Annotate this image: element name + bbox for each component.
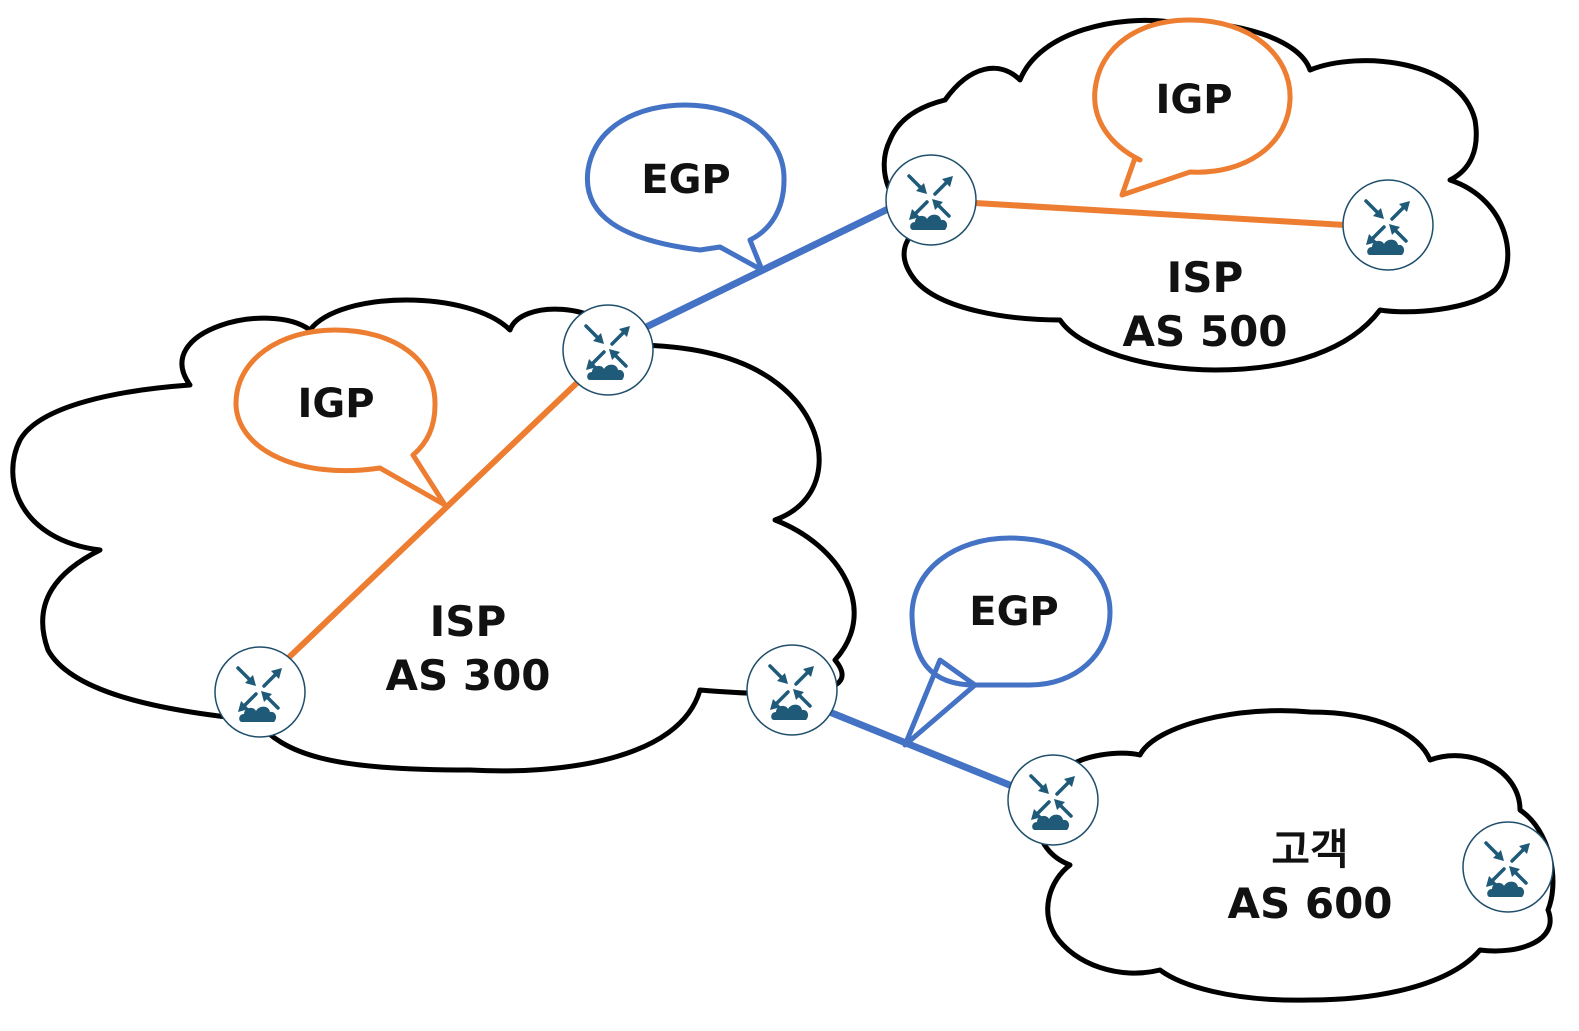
router-icon — [561, 303, 655, 397]
cloud-as500-line2: AS 500 — [1122, 307, 1287, 356]
router-icon — [1006, 753, 1100, 847]
cloud-as600-line2: AS 600 — [1227, 879, 1392, 928]
bubble-label-igp-top: IGP — [1155, 77, 1232, 123]
cloud-as500-line1: ISP — [1167, 253, 1244, 302]
cloud-as600 — [1035, 708, 1556, 1003]
cloud-as600-line1: 고객 — [1271, 825, 1348, 874]
speech-bubble-egp-top: EGP — [584, 102, 787, 273]
speech-bubble-igp-top: IGP — [1092, 17, 1293, 198]
speech-bubble-egp-bottom: EGP — [902, 535, 1113, 748]
bubble-label-egp-top: EGP — [641, 157, 730, 203]
cloud-as300-line1: ISP — [430, 597, 507, 646]
igp-link-as300 — [280, 377, 583, 666]
igp-link-as500 — [972, 200, 1348, 228]
bubble-label-igp-left: IGP — [297, 381, 374, 427]
bubble-label-egp-bottom: EGP — [969, 589, 1058, 635]
router-icon — [1461, 820, 1555, 914]
cloud-as300-line2: AS 300 — [385, 651, 550, 700]
router-icon — [1341, 178, 1435, 272]
cloud-as300 — [10, 297, 857, 774]
router-icon — [213, 645, 307, 739]
router-icon — [884, 153, 978, 247]
egp-link-as300-as600 — [828, 709, 1016, 790]
router-icon — [745, 643, 839, 737]
speech-bubble-igp-left: IGP — [233, 327, 448, 508]
egp-link-as300-as500 — [636, 203, 896, 334]
